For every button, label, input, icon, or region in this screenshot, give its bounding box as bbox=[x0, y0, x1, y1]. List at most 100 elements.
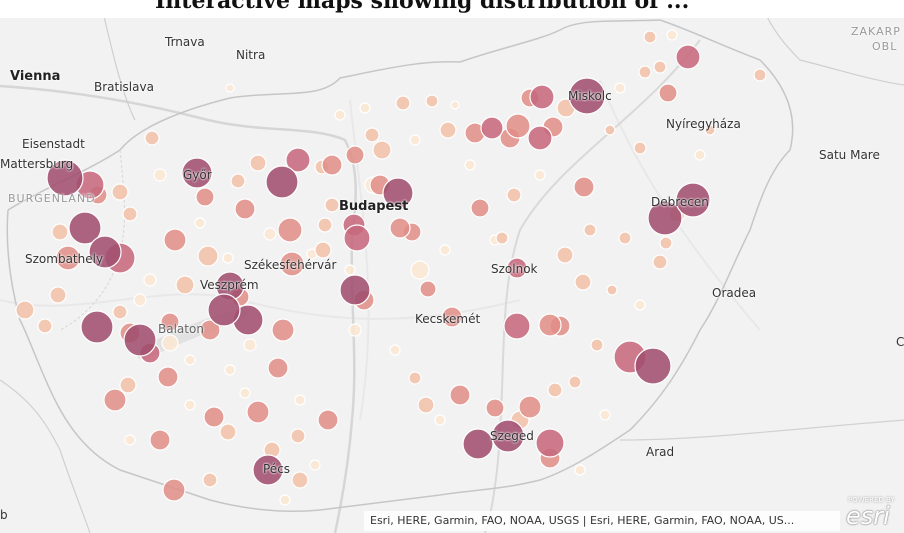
data-point[interactable] bbox=[675, 44, 701, 70]
data-point[interactable] bbox=[153, 168, 167, 182]
data-point[interactable] bbox=[277, 217, 303, 243]
data-point[interactable] bbox=[230, 173, 246, 189]
data-point[interactable] bbox=[480, 116, 504, 140]
data-point[interactable] bbox=[88, 235, 122, 269]
data-point[interactable] bbox=[144, 130, 160, 146]
data-point[interactable] bbox=[162, 478, 186, 502]
data-point[interactable] bbox=[203, 406, 225, 428]
data-point[interactable] bbox=[364, 127, 380, 143]
data-point[interactable] bbox=[408, 371, 422, 385]
data-point[interactable] bbox=[290, 428, 306, 444]
data-point[interactable] bbox=[339, 274, 371, 306]
data-point[interactable] bbox=[123, 323, 157, 357]
data-point[interactable] bbox=[659, 236, 673, 250]
data-point[interactable] bbox=[149, 429, 171, 451]
data-point[interactable] bbox=[55, 245, 81, 271]
data-point[interactable] bbox=[410, 260, 430, 280]
data-point[interactable] bbox=[505, 113, 531, 139]
data-point[interactable] bbox=[568, 375, 582, 389]
data-point[interactable] bbox=[434, 414, 446, 426]
data-point[interactable] bbox=[439, 121, 457, 139]
data-point[interactable] bbox=[181, 157, 213, 189]
data-point[interactable] bbox=[441, 306, 463, 328]
data-point[interactable] bbox=[252, 454, 284, 486]
data-point[interactable] bbox=[51, 223, 69, 241]
data-point[interactable] bbox=[534, 169, 546, 181]
data-point[interactable] bbox=[647, 200, 683, 236]
data-point[interactable] bbox=[103, 388, 127, 412]
data-point[interactable] bbox=[161, 334, 179, 352]
data-point[interactable] bbox=[633, 141, 647, 155]
data-point[interactable] bbox=[122, 206, 138, 222]
data-point[interactable] bbox=[568, 77, 606, 115]
data-point[interactable] bbox=[573, 176, 595, 198]
data-point[interactable] bbox=[324, 197, 340, 213]
data-point[interactable] bbox=[207, 293, 241, 327]
data-point[interactable] bbox=[382, 177, 414, 209]
data-point[interactable] bbox=[535, 428, 565, 458]
data-point[interactable] bbox=[652, 254, 668, 270]
data-point[interactable] bbox=[666, 29, 678, 41]
data-point[interactable] bbox=[249, 154, 267, 172]
data-point[interactable] bbox=[359, 102, 371, 114]
data-point[interactable] bbox=[225, 83, 235, 93]
data-point[interactable] bbox=[529, 84, 555, 110]
data-point[interactable] bbox=[271, 318, 295, 342]
data-point[interactable] bbox=[46, 159, 84, 197]
data-point[interactable] bbox=[485, 398, 505, 418]
data-point[interactable] bbox=[294, 394, 306, 406]
data-point[interactable] bbox=[409, 134, 421, 146]
data-point[interactable] bbox=[345, 145, 365, 165]
data-point[interactable] bbox=[265, 165, 299, 199]
data-point[interactable] bbox=[321, 154, 343, 176]
data-point[interactable] bbox=[199, 319, 221, 341]
data-point[interactable] bbox=[219, 423, 237, 441]
data-point[interactable] bbox=[160, 312, 180, 332]
data-point[interactable] bbox=[291, 471, 309, 489]
data-point[interactable] bbox=[658, 83, 678, 103]
data-point[interactable] bbox=[194, 217, 206, 229]
data-point[interactable] bbox=[389, 344, 401, 356]
data-point[interactable] bbox=[309, 459, 321, 471]
data-point[interactable] bbox=[246, 400, 270, 424]
data-point[interactable] bbox=[634, 299, 646, 311]
data-point[interactable] bbox=[599, 409, 611, 421]
data-point[interactable] bbox=[348, 323, 362, 337]
data-point[interactable] bbox=[556, 246, 574, 264]
data-point[interactable] bbox=[334, 109, 346, 121]
data-point[interactable] bbox=[175, 275, 195, 295]
data-point[interactable] bbox=[133, 293, 147, 307]
data-point[interactable] bbox=[462, 428, 494, 460]
data-point[interactable] bbox=[317, 409, 339, 431]
esri-logo[interactable]: POWERED BY esri bbox=[844, 496, 902, 532]
data-point[interactable] bbox=[491, 419, 525, 453]
data-point[interactable] bbox=[263, 227, 277, 241]
data-point[interactable] bbox=[222, 252, 234, 264]
data-point[interactable] bbox=[224, 364, 236, 376]
data-point[interactable] bbox=[163, 228, 187, 252]
data-point[interactable] bbox=[37, 318, 53, 334]
data-point[interactable] bbox=[704, 124, 716, 136]
data-point[interactable] bbox=[450, 100, 460, 110]
data-point[interactable] bbox=[634, 347, 672, 385]
data-point[interactable] bbox=[267, 357, 289, 379]
data-point[interactable] bbox=[239, 387, 251, 399]
data-point[interactable] bbox=[395, 95, 411, 111]
data-point[interactable] bbox=[417, 396, 435, 414]
data-point[interactable] bbox=[538, 313, 562, 337]
data-point[interactable] bbox=[243, 338, 257, 352]
data-point[interactable] bbox=[643, 30, 657, 44]
data-point[interactable] bbox=[503, 312, 531, 340]
data-point[interactable] bbox=[506, 187, 522, 203]
data-point[interactable] bbox=[124, 434, 136, 446]
data-point[interactable] bbox=[618, 231, 632, 245]
data-point[interactable] bbox=[464, 159, 476, 171]
data-point[interactable] bbox=[506, 257, 528, 279]
data-point[interactable] bbox=[234, 198, 256, 220]
data-point[interactable] bbox=[653, 60, 667, 74]
data-point[interactable] bbox=[285, 147, 311, 173]
data-point[interactable] bbox=[470, 198, 490, 218]
data-point[interactable] bbox=[694, 149, 706, 161]
data-point[interactable] bbox=[638, 65, 652, 79]
